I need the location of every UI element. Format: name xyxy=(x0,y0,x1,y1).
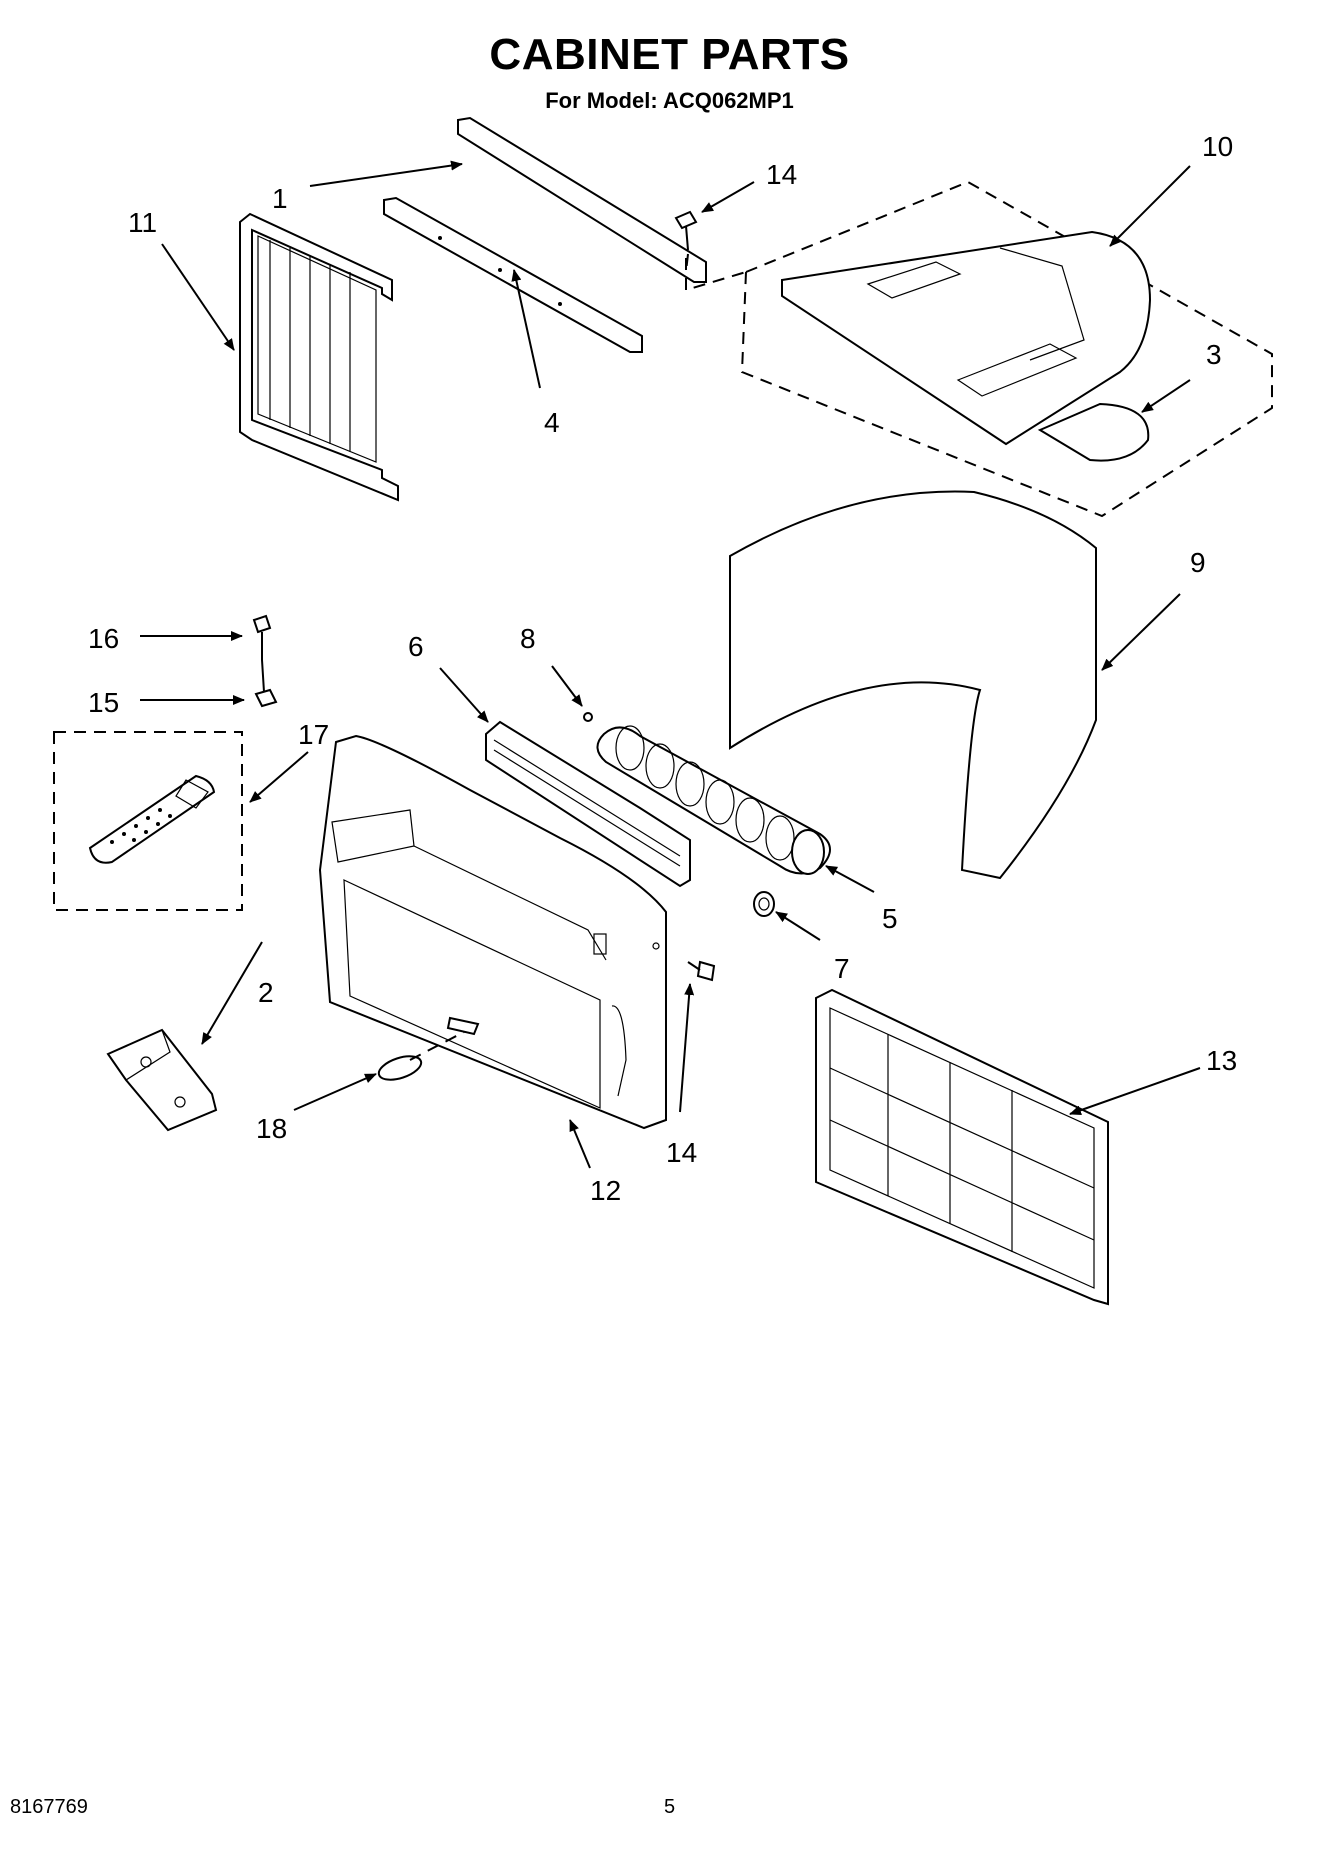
callout-17: 17 xyxy=(298,719,329,750)
callout-7: 7 xyxy=(834,953,850,984)
part-6-louver xyxy=(485,720,691,888)
part-17-remote-control xyxy=(53,731,243,911)
callout-5: 5 xyxy=(882,903,898,934)
callout-15: 15 xyxy=(88,687,119,718)
callout-14-top: 14 xyxy=(766,159,797,190)
callout-13: 13 xyxy=(1206,1045,1237,1076)
part-5-blower-wheel xyxy=(596,725,831,875)
model-subtitle: For Model: ACQ062MP1 xyxy=(545,88,794,113)
part-14-screw-side xyxy=(687,960,716,982)
callout-11: 11 xyxy=(128,207,157,238)
page-number: 5 xyxy=(664,1796,676,1818)
callout-8: 8 xyxy=(520,623,536,654)
callout-3: 3 xyxy=(1206,339,1222,370)
callout-18: 18 xyxy=(256,1113,287,1144)
leader-lines xyxy=(140,160,1201,1169)
part-8-clip xyxy=(583,712,593,722)
page-title: CABINET PARTS xyxy=(489,30,850,79)
callout-16: 16 xyxy=(88,623,119,654)
callout-1: 1 xyxy=(272,183,288,214)
callout-numbers: 1 2 3 4 5 6 7 8 9 10 11 12 13 14 14 15 1… xyxy=(88,131,1237,1206)
part-18-emblem xyxy=(377,1055,423,1081)
part-7-bearing xyxy=(753,891,775,917)
part-10-top-cover xyxy=(685,180,1273,518)
part-9-cabinet-wrapper xyxy=(729,490,1097,880)
part-14-screw-top xyxy=(674,210,698,251)
callout-14-side: 14 xyxy=(666,1137,697,1168)
part-3-foam-pad xyxy=(1037,402,1150,462)
callout-10: 10 xyxy=(1202,131,1233,162)
part-12-front-panel xyxy=(318,734,667,1130)
part-13-air-filter xyxy=(815,988,1109,1306)
part-15-clip xyxy=(254,659,278,708)
callout-6: 6 xyxy=(408,631,424,662)
callout-9: 9 xyxy=(1190,547,1206,578)
part-11-side-curtain xyxy=(239,212,399,502)
callout-4: 4 xyxy=(544,407,560,438)
callout-12: 12 xyxy=(590,1175,621,1206)
part-2-mounting-bracket xyxy=(106,1028,218,1132)
document-number: 8167769 xyxy=(10,1796,88,1818)
part-16-screw xyxy=(252,614,272,660)
callout-2: 2 xyxy=(258,977,274,1008)
part-1-top-rail xyxy=(457,116,707,283)
